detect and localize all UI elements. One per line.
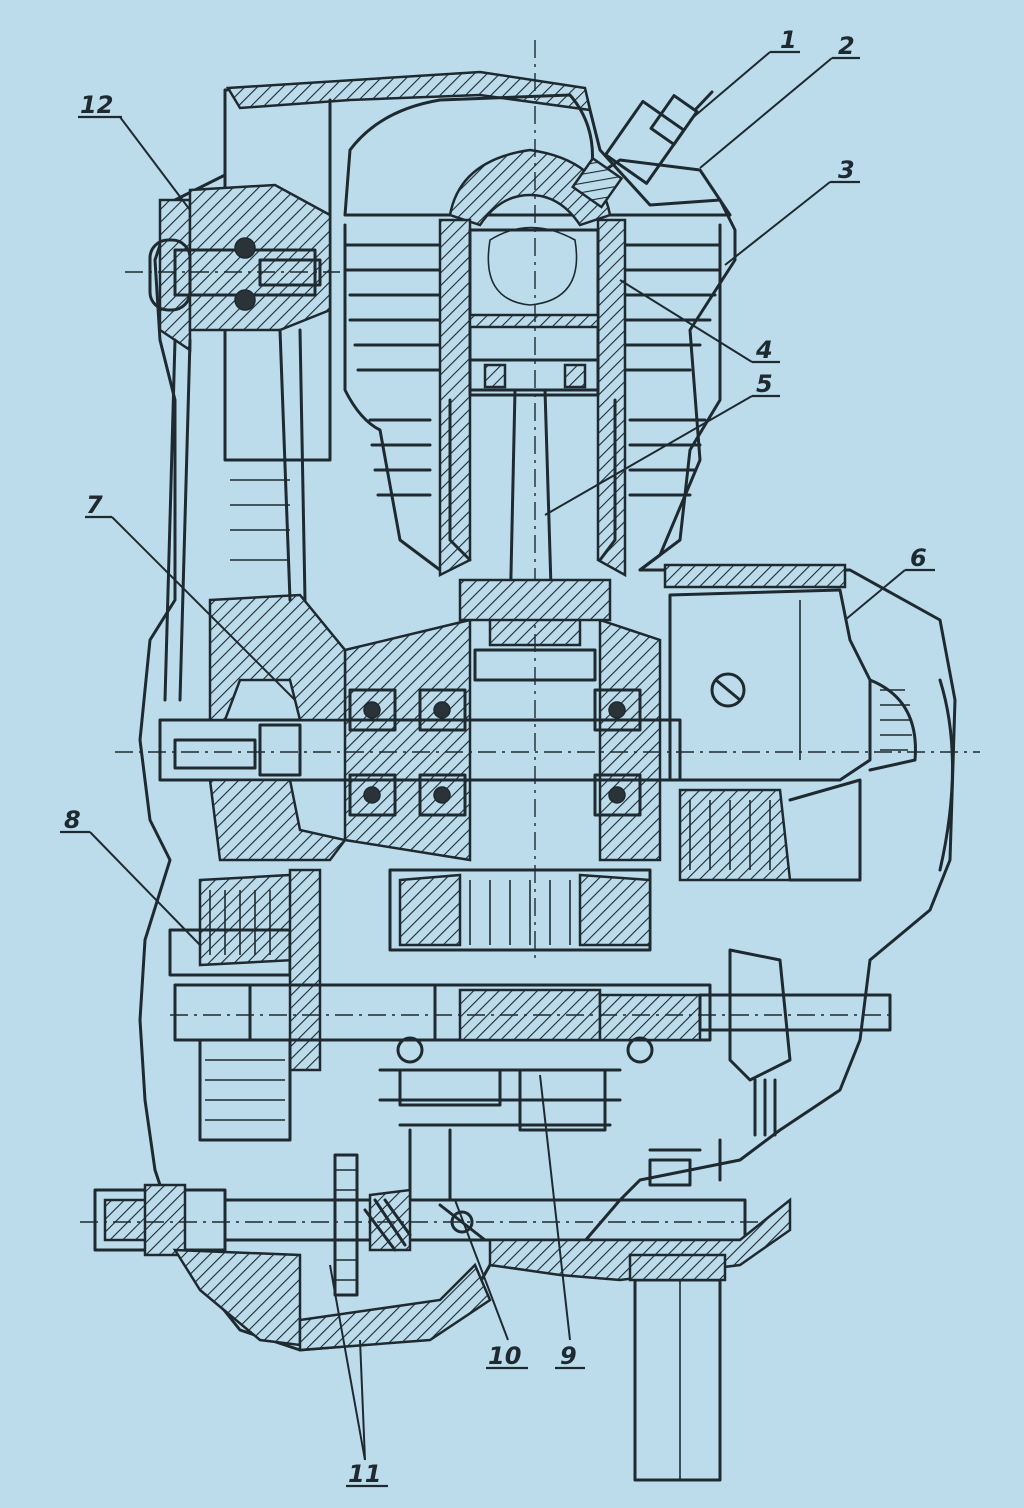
- cylinder-wall-right: [596, 218, 627, 578]
- output-shaft-right: [648, 948, 892, 1187]
- kickstart-shaft: [93, 1153, 747, 1297]
- callout-10: 10: [488, 1342, 521, 1370]
- timing-housing: [148, 98, 332, 702]
- callout-6: 6: [910, 544, 927, 572]
- callout-5: 5: [756, 370, 773, 398]
- callout-3: 3: [838, 156, 855, 184]
- sump-centre: [298, 1262, 492, 1352]
- callout-8: 8: [64, 806, 81, 834]
- callouts: 1 2 3 4 5 6 7 8 9 10: [60, 26, 935, 1488]
- crankshaft: [158, 578, 682, 862]
- mounting-bracket: [628, 1253, 727, 1482]
- callout-2: 2: [838, 32, 855, 60]
- callout-7: 7: [86, 491, 103, 519]
- top-cover: [225, 70, 592, 112]
- callout-11: 11: [348, 1460, 381, 1488]
- callout-1: 1: [780, 26, 797, 54]
- callout-9: 9: [560, 1342, 577, 1370]
- piston: [468, 226, 600, 397]
- cylinder-wall-left: [438, 218, 472, 578]
- callout-12: 12: [80, 91, 113, 119]
- sump-left: [172, 1248, 302, 1347]
- primary-drive-housing: [208, 593, 347, 722]
- primary-drive-housing-lower: [208, 778, 348, 862]
- cylinder-fins: [343, 223, 722, 572]
- spark-plug: [571, 90, 714, 209]
- generator: [663, 563, 954, 882]
- callout-4: 4: [755, 336, 773, 364]
- gearbox: [248, 868, 712, 1202]
- combustion-chamber: [448, 148, 612, 227]
